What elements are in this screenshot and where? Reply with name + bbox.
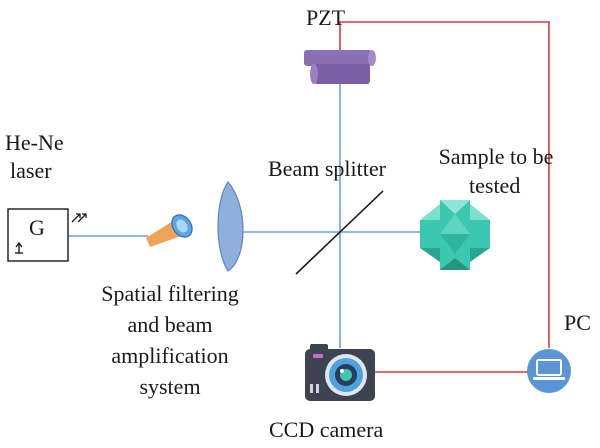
ccd-label: CCD camera <box>269 417 384 442</box>
sample-label-line2: tested <box>469 173 521 198</box>
pzt-icon <box>304 50 376 84</box>
ccd-camera-icon <box>305 344 375 401</box>
spatial-label-line3: amplification <box>111 343 229 368</box>
laser-icon <box>7 208 69 262</box>
sample-cube-icon <box>420 200 490 270</box>
spatial-label-line2: and beam <box>127 312 213 337</box>
sample-label-line1: Sample to be <box>438 144 554 169</box>
spatial-label-line4: system <box>139 374 201 399</box>
spatial-label-line1: Spatial filtering <box>101 281 239 306</box>
pc-laptop-icon <box>527 349 571 393</box>
laser-label-line2: laser <box>10 158 52 183</box>
pc-label: PC <box>564 310 591 335</box>
beam-splitter-icon <box>295 190 384 275</box>
beam-expander-icon <box>146 214 193 247</box>
laser-glyph: G <box>29 215 45 240</box>
beam-splitter-label: Beam splitter <box>268 156 386 181</box>
light-emission-icon <box>71 213 87 223</box>
pzt-label: PZT <box>306 5 346 30</box>
signal-wire <box>339 21 550 348</box>
laser-label-line1: He-Ne <box>5 130 64 155</box>
lens-icon <box>217 181 244 272</box>
